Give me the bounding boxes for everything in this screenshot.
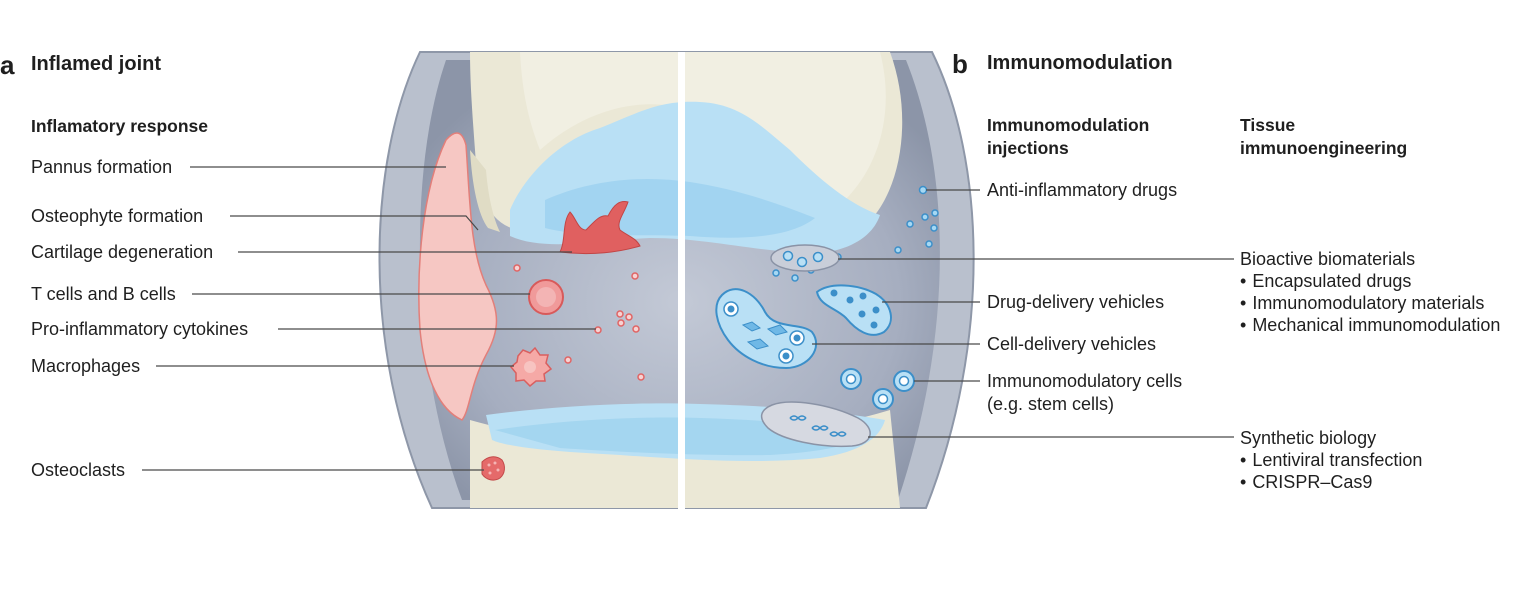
panel-divider bbox=[678, 52, 685, 510]
label-pro-inflammatory-cytokines: Pro-inflammatory cytokines bbox=[31, 319, 249, 339]
column-2-heading-line-1: Tissue bbox=[1240, 115, 1296, 135]
label-anti-inflammatory-drugs: Anti-inflammatory drugs bbox=[987, 180, 1178, 200]
panel-a-letter: a bbox=[0, 50, 15, 80]
dna-icon bbox=[760, 401, 871, 448]
t-cell-icon bbox=[528, 279, 564, 315]
list-item-lentiviral-transfection: Lentiviral transfection bbox=[1240, 449, 1422, 471]
label-stem-cells-example: (e.g. stem cells) bbox=[987, 394, 1115, 414]
label-cartilage-degeneration: Cartilage degeneration bbox=[31, 242, 214, 262]
panel-a-title: Inflamed joint bbox=[31, 53, 161, 75]
label-t-cells-b-cells: T cells and B cells bbox=[31, 284, 176, 304]
cytokine-icon bbox=[513, 264, 645, 381]
label-macrophages: Macrophages bbox=[31, 356, 141, 376]
cartilage-lesion bbox=[559, 201, 641, 255]
label-osteoclasts: Osteoclasts bbox=[31, 460, 126, 480]
label-osteophyte-formation: Osteophyte formation bbox=[31, 206, 204, 226]
panel-b-letter: b bbox=[952, 49, 968, 79]
cell-delivery-vehicle-icon bbox=[715, 288, 818, 370]
osteoclast-icon bbox=[481, 456, 505, 481]
stem-cell-icon bbox=[840, 368, 915, 410]
delivery-vehicle-icon bbox=[815, 284, 892, 336]
list-item-immunomodulatory-materials: Immunomodulatory materials bbox=[1240, 292, 1484, 314]
panel-b-title: Immunomodulation bbox=[987, 52, 1173, 74]
panel-a-section-heading: Inflamatory response bbox=[31, 116, 208, 136]
label-drug-delivery-vehicles: Drug-delivery vehicles bbox=[987, 292, 1165, 312]
list-item-crispr-cas9: CRISPR–Cas9 bbox=[1240, 471, 1372, 493]
column-1-heading-line-2: injections bbox=[987, 138, 1069, 158]
pannus bbox=[418, 132, 498, 421]
column-1-heading-line-1: Immunomodulation bbox=[987, 115, 1150, 135]
biomaterial-icon bbox=[770, 244, 840, 272]
label-immunomodulatory-cells: Immunomodulatory cells bbox=[987, 371, 1183, 391]
label-synthetic-biology: Synthetic biology bbox=[1240, 428, 1377, 448]
list-item-mechanical-immunomodulation: Mechanical immunomodulation bbox=[1240, 314, 1500, 336]
label-bioactive-biomaterials: Bioactive biomaterials bbox=[1240, 249, 1416, 269]
column-2-heading-line-2: immunoengineering bbox=[1240, 138, 1408, 158]
label-pannus-formation: Pannus formation bbox=[31, 157, 173, 177]
label-cell-delivery-vehicles: Cell-delivery vehicles bbox=[987, 334, 1157, 354]
list-item-encapsulated-drugs: Encapsulated drugs bbox=[1240, 270, 1411, 292]
